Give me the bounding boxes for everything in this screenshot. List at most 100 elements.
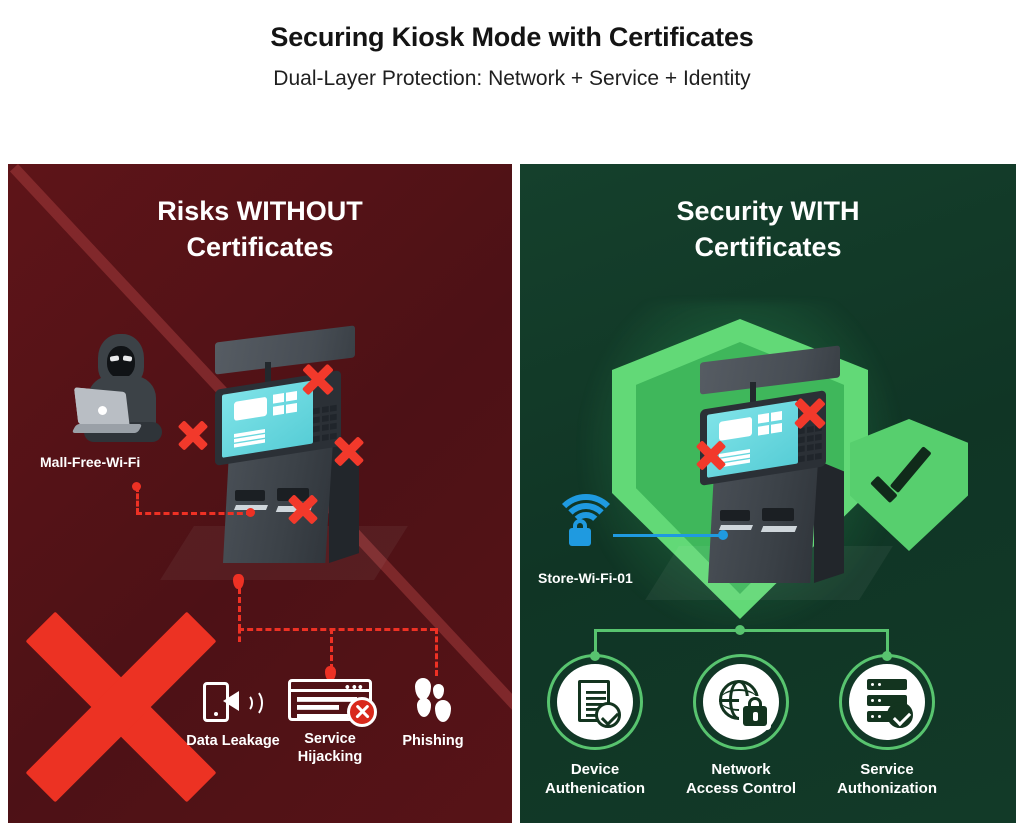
kiosk-cash-note	[760, 526, 798, 532]
secure-connection-line	[613, 534, 723, 537]
browser-title-bar	[291, 682, 369, 692]
connector-tree-bus	[238, 628, 436, 631]
badge-circle	[849, 664, 925, 740]
risk-x-mark-screen	[300, 362, 336, 398]
secure-panel-title-line2: Certificates	[694, 231, 842, 262]
lock-shackle	[748, 697, 762, 708]
megaphone-shape	[223, 691, 239, 711]
secure-panel: Security WITH Certificates	[520, 164, 1016, 823]
risk-item-service-hijacking: Service Hijacking	[270, 674, 390, 766]
connector-tree-stem	[238, 588, 241, 630]
kiosk-ui-card	[233, 396, 267, 421]
infographic-header: Securing Kiosk Mode with Certificates Du…	[0, 0, 1024, 160]
secure-panel-title-line1: Security WITH	[676, 196, 860, 226]
lock-shackle	[573, 519, 587, 533]
connector-branch-mid	[330, 628, 333, 670]
browser-dots	[344, 685, 364, 689]
control-label-line2: Access Control	[685, 779, 797, 797]
risk-label-service-hijacking: Service Hijacking	[270, 730, 390, 766]
control-tree-root-dot	[735, 625, 745, 635]
control-device-authentication: Device Authenication	[520, 654, 670, 799]
tick-mark	[600, 707, 620, 727]
risk-panel: Risks WITHOUT Certificates	[8, 164, 512, 823]
laptop-logo-dot	[98, 406, 107, 415]
comparison-panels: Risks WITHOUT Certificates	[0, 160, 1024, 825]
hooded-hacker-illustration	[71, 334, 172, 446]
risk-item-data-leakage: Data Leakage	[173, 676, 293, 750]
laptop-base	[71, 424, 143, 433]
kiosk-ui-grid	[757, 410, 783, 436]
data-leakage-icon	[173, 676, 293, 728]
connector-branch-left	[238, 628, 241, 642]
control-branch-right	[886, 629, 889, 655]
check-badge-icon	[887, 702, 913, 728]
kiosk-card-slot	[235, 490, 265, 501]
kiosk-ui-lines	[233, 429, 265, 448]
connector-dot-network	[132, 482, 141, 491]
badge-ring	[839, 654, 935, 750]
control-network-access-control: Network Access Control	[666, 654, 816, 799]
droplet-4	[435, 700, 451, 722]
badge-circle	[703, 664, 779, 740]
control-label-line1: Service	[860, 761, 914, 778]
kiosk-side-panel	[814, 459, 844, 583]
connector-pin-mid	[325, 666, 336, 681]
browser-window-shape	[288, 679, 377, 727]
risk-label-phishing: Phishing	[402, 733, 464, 749]
service-hijacking-icon	[270, 674, 390, 727]
control-label-service-authorization: Service Authonization	[812, 761, 962, 799]
control-service-authorization: Service Authonization	[812, 654, 962, 799]
badge-ring	[547, 654, 643, 750]
hacker-face	[107, 346, 135, 378]
server-unit-1	[867, 679, 907, 690]
wifi-arc-outer	[552, 494, 620, 562]
kiosk-signage-pole	[265, 362, 271, 390]
signal-wave-large	[243, 689, 263, 717]
check-badge-icon	[595, 702, 621, 728]
secure-x-mark-screen	[792, 396, 828, 432]
risk-label-data-leakage: Data Leakage	[186, 733, 280, 749]
kiosk-illustration-secure	[645, 345, 893, 600]
kiosk-ui-grid	[272, 390, 298, 416]
risk-x-mark-left	[176, 418, 210, 452]
badge-circle	[557, 664, 633, 740]
risk-label-line2: Hijacking	[297, 749, 363, 766]
secure-panel-title: Security WITH Certificates	[520, 194, 1016, 265]
phishing-icon	[373, 676, 493, 728]
kiosk-card-slot	[720, 510, 750, 521]
droplet-3	[417, 698, 431, 717]
droplet-2	[433, 684, 444, 699]
risk-label-line1: Service	[304, 731, 356, 747]
secure-network-label: Store-Wi-Fi-01	[538, 570, 633, 586]
risk-panel-title-line2: Certificates	[186, 231, 334, 262]
connector-network-vertical	[136, 486, 139, 514]
droplet-1	[415, 678, 431, 700]
wifi-lock-icon	[547, 494, 620, 560]
control-label-device-authentication: Device Authenication	[520, 761, 670, 799]
kiosk-cash-slot	[762, 508, 794, 521]
control-label-line1: Device	[570, 761, 620, 778]
connector-branch-right	[435, 628, 438, 676]
lock-body	[569, 528, 591, 546]
error-x-badge-icon	[347, 697, 377, 727]
risk-x-mark-right	[332, 434, 366, 468]
hacker-eye-right	[122, 355, 133, 362]
control-branch-left	[594, 629, 597, 655]
tick-mark	[892, 707, 912, 727]
page-subtitle: Dual-Layer Protection: Network + Service…	[273, 67, 751, 90]
risk-panel-title-line1: Risks WITHOUT	[157, 196, 363, 226]
server-unit-2	[867, 695, 907, 706]
connector-dot-kiosk	[246, 508, 255, 517]
connector-network-horizontal	[136, 512, 252, 515]
browser-content-lines	[297, 697, 357, 719]
badge-ring	[693, 654, 789, 750]
risk-x-mark-body	[286, 492, 320, 526]
secure-connection-endpoint	[718, 530, 728, 540]
risk-item-phishing: Phishing	[373, 676, 493, 750]
secure-x-mark-left	[694, 438, 728, 472]
control-label-line2: Authonization	[837, 779, 937, 797]
kiosk-signage-pole	[750, 382, 756, 410]
page-title: Securing Kiosk Mode with Certificates	[270, 22, 754, 52]
wifi-arc-middle	[561, 503, 611, 553]
wifi-arc-inner	[570, 512, 602, 544]
